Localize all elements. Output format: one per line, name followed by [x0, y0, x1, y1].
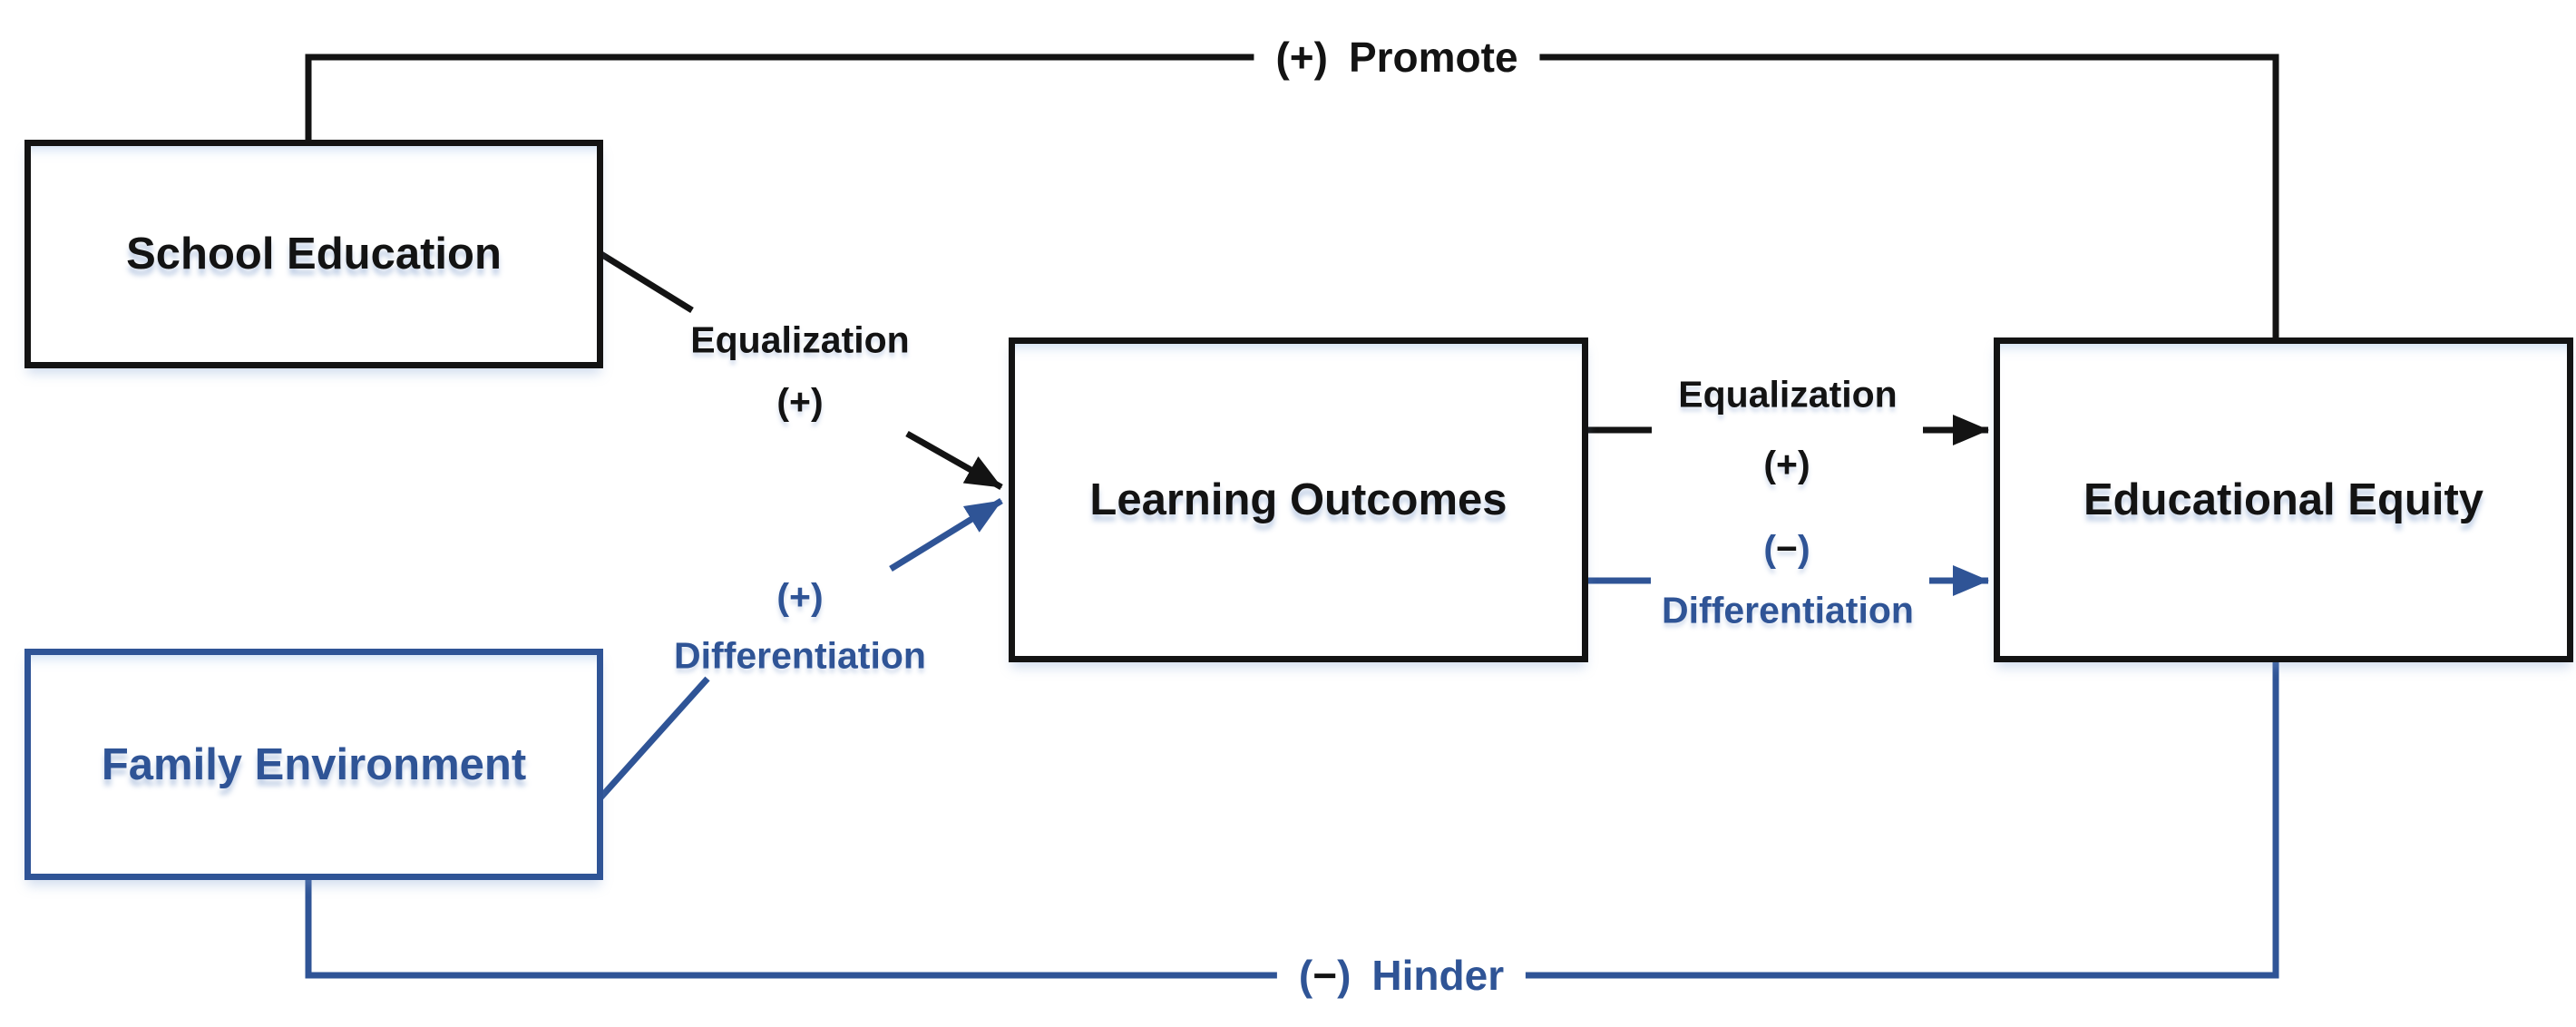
hinder-minus: − [1312, 951, 1338, 999]
edge-sign-differentiation-left: (+) [776, 575, 824, 618]
node-family-environment: Family Environment [24, 649, 603, 880]
node-school-education-label: School Education [126, 230, 502, 279]
arrow-school-to-learning [905, 430, 1003, 491]
edge-label-promote: (+) Promote [1254, 33, 1540, 81]
node-learning-outcomes-label: Learning Outcomes [1089, 475, 1508, 524]
node-learning-outcomes: Learning Outcomes [1009, 337, 1588, 662]
diff-right-paren-close: ) [1797, 527, 1810, 570]
node-educational-equity: Educational Equity [1994, 337, 2573, 662]
hinder-paren-open: ( [1298, 951, 1313, 999]
connector-family-to-equity-hinder [305, 650, 2279, 979]
node-educational-equity-label: Educational Equity [2083, 475, 2484, 524]
edge-sign-differentiation-right: (−) [1763, 529, 1810, 568]
edge-label-equalization-right: Equalization [1678, 373, 1898, 416]
hinder-word: Hinder [1371, 951, 1505, 999]
connector-family-to-differentiation-label [592, 676, 710, 807]
node-family-environment-label: Family Environment [101, 739, 527, 789]
diff-right-minus: − [1776, 527, 1798, 570]
edge-label-hinder: (−) Hinder [1276, 951, 1527, 999]
edge-label-differentiation-left: Differentiation [674, 634, 926, 677]
promote-sign: (+) [1275, 33, 1328, 81]
connector-school-to-equity-promote [305, 54, 2279, 337]
edge-sign-equalization-right: (+) [1763, 443, 1810, 485]
connector-school-to-equalization-label [590, 246, 694, 313]
edge-label-differentiation-right: Differentiation [1662, 589, 1914, 631]
hinder-paren-close: ) [1337, 951, 1351, 999]
diff-right-paren-open: ( [1763, 527, 1777, 570]
node-school-education: School Education [24, 140, 603, 368]
promote-word: Promote [1348, 33, 1518, 81]
arrow-family-to-learning [889, 498, 1003, 572]
edge-label-equalization-left: Equalization [690, 318, 910, 361]
edge-sign-equalization-left: (+) [776, 380, 824, 423]
